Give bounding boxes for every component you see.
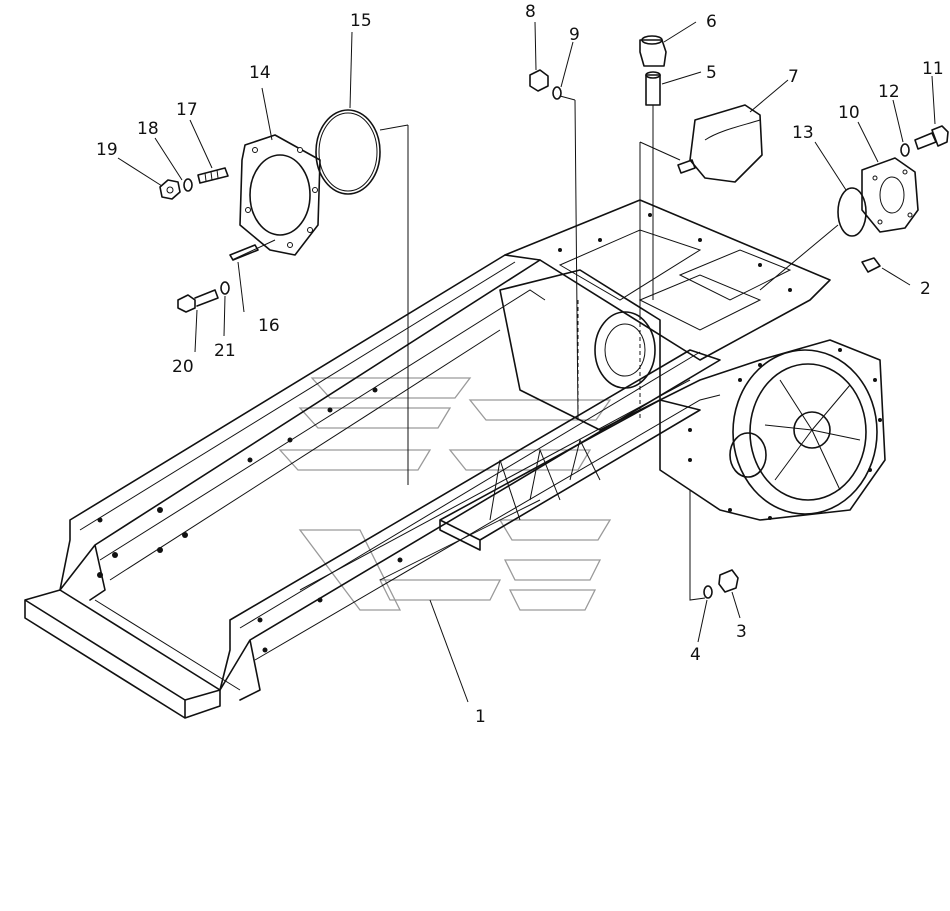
final-drive-case: [732, 349, 878, 515]
part-14-cover-plate: [239, 134, 321, 256]
label-5: 5: [706, 63, 717, 83]
label-18: 18: [137, 119, 159, 139]
part-labels: 1 2 3 4 5 6 7 8 9 10 11 12 13 14 15 16 1…: [96, 2, 944, 727]
center-beam: [439, 399, 701, 551]
part-12-washer: [900, 143, 910, 157]
part-7-saddle: [677, 104, 763, 183]
drive-hub: [793, 411, 831, 449]
leader-lines: [117, 21, 936, 703]
label-13: 13: [792, 123, 814, 143]
label-3: 3: [736, 622, 747, 642]
label-17: 17: [176, 100, 198, 120]
left-rail: [59, 254, 541, 601]
label-19: 19: [96, 140, 118, 160]
part-19-nut: [159, 179, 181, 200]
label-8: 8: [525, 2, 536, 22]
part-18-washer: [183, 178, 193, 192]
label-16: 16: [258, 316, 280, 336]
part-9-washer: [552, 86, 562, 100]
steering-case: [659, 339, 886, 521]
front-cross-member: [24, 589, 221, 719]
part-11-bolt: [914, 125, 949, 150]
part-13-o-ring: [837, 187, 867, 237]
part-10-cover: [861, 157, 919, 233]
tower-bore: [594, 311, 656, 389]
part-3-plug: [718, 569, 739, 593]
main-frame: [24, 199, 886, 719]
label-11: 11: [922, 59, 944, 79]
part-5-fitting: [645, 71, 661, 106]
label-9: 9: [569, 25, 580, 45]
assembly-lines: [231, 95, 839, 601]
label-12: 12: [878, 82, 900, 102]
part-17-stud: [197, 167, 229, 184]
label-1: 1: [475, 707, 486, 727]
part-2-plug: [861, 257, 881, 273]
part-8-nut: [529, 69, 549, 92]
label-4: 4: [690, 645, 701, 665]
right-rail: [219, 349, 721, 701]
label-7: 7: [788, 67, 799, 87]
part-6-cap: [639, 35, 667, 67]
part-21-washer: [220, 281, 230, 295]
bolt-holes: [97, 213, 882, 653]
label-10: 10: [838, 103, 860, 123]
part-16-pin: [229, 244, 259, 261]
label-15: 15: [350, 11, 372, 31]
part-4-washer: [703, 585, 713, 599]
part-15-o-ring: [315, 109, 381, 195]
watermark-logo: [278, 377, 612, 611]
label-14: 14: [249, 63, 271, 83]
label-21: 21: [214, 341, 236, 361]
label-6: 6: [706, 12, 717, 32]
part-20-bolt: [177, 289, 219, 313]
label-2: 2: [920, 279, 931, 299]
label-20: 20: [172, 357, 194, 377]
rear-deck: [504, 199, 831, 361]
